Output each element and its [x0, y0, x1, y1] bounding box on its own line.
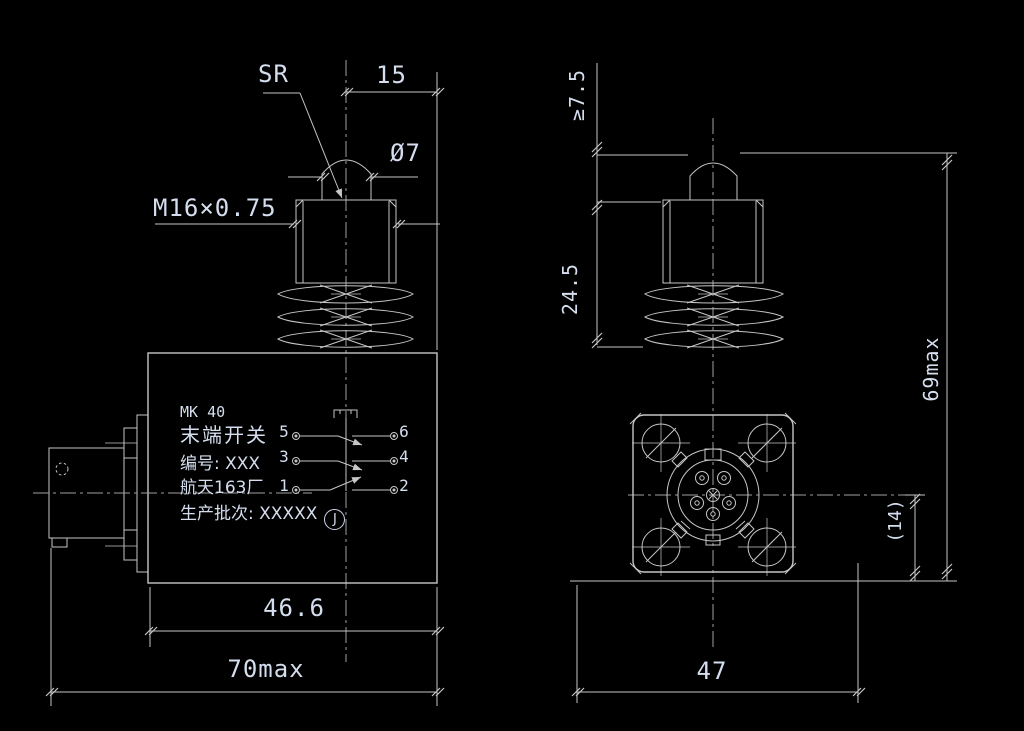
side-connector [33, 414, 312, 573]
nameplate-model: MK 40 [180, 403, 226, 421]
dim-face-offset: (14) [885, 499, 906, 543]
dim-body-width: 46.6 [263, 594, 325, 622]
qc-stamp: J [324, 509, 346, 530]
sr-label: SR [258, 60, 289, 88]
dim-min-travel: ≥7.5 [565, 68, 589, 122]
front-view [570, 63, 957, 703]
shell-key [51, 537, 68, 548]
dim-overall-width: 70max [227, 655, 305, 683]
threaded-neck-front [662, 199, 764, 284]
mounting-flange [629, 412, 797, 575]
threaded-neck [295, 199, 397, 284]
terminal-4: 4 [399, 447, 409, 466]
nameplate-product-name: 末端开关 [180, 423, 268, 447]
bellows-front [643, 284, 785, 349]
nameplate-batch-text: 生产批次: XXXXX [180, 504, 318, 524]
dim-top-width: 15 [376, 61, 407, 89]
screw-top-left [632, 414, 690, 472]
terminal-5: 5 [279, 422, 289, 441]
nameplate-serial: 编号: XXX [180, 454, 261, 474]
dim-plunger-dia: Ø7 [390, 139, 421, 167]
connector-face [666, 448, 760, 546]
screw-head-bottom [123, 529, 138, 561]
terminal-2: 2 [399, 476, 409, 495]
hidden-hole [55, 462, 69, 476]
nameplate-factory: 航天163厂 [180, 478, 264, 498]
terminal-1: 1 [279, 476, 289, 495]
terminal-3: 3 [279, 447, 289, 466]
connector-pins [690, 471, 736, 521]
mounting-screws [632, 414, 796, 576]
side-view-dimensions [45, 72, 445, 706]
dim-neck-height: 24.5 [558, 262, 582, 316]
screw-top-right [738, 414, 796, 472]
circuit-schematic [292, 409, 398, 494]
nameplate-batch: 生产批次: XXXXX J [180, 504, 346, 530]
screw-bottom-right [738, 518, 796, 576]
thread-label: M16×0.75 [153, 194, 277, 222]
dim-overall-height: 69max [919, 336, 943, 402]
side-view [33, 60, 445, 706]
terminal-6: 6 [399, 422, 409, 441]
actuator-symbol [333, 409, 358, 418]
screw-bottom-left [632, 518, 690, 576]
plunger-front [689, 162, 738, 200]
dim-flange-width: 47 [696, 657, 728, 685]
bellows [276, 284, 415, 349]
front-view-dimensions [571, 63, 957, 703]
